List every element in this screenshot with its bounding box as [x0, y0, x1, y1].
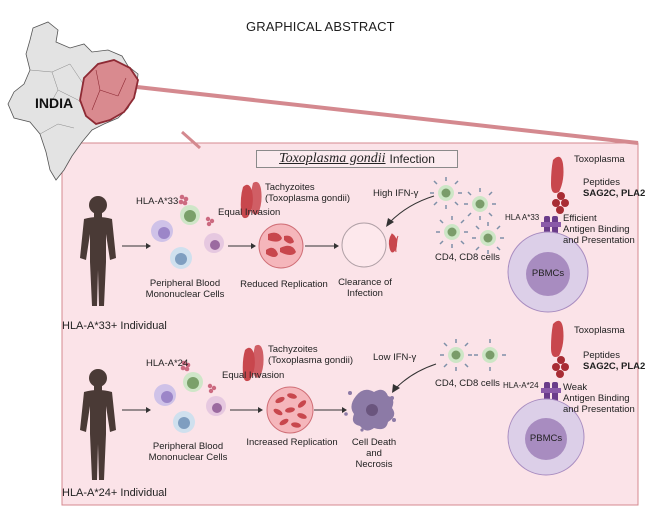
tachyzoites-label-a24: Tachyzoites (Toxoplasma gondii): [268, 344, 353, 366]
reduced-replication-cell: [258, 223, 304, 269]
outcome-line3-a24: Necrosis: [355, 459, 393, 470]
peptides-icon-a24: [552, 356, 569, 378]
individual-label-a24: HLA-A*24+ Individual: [62, 487, 167, 499]
pbmc-line1-a33: Peripheral Blood: [149, 278, 221, 289]
invasion-label-a33: Equal Invasion: [218, 207, 281, 218]
outcome-line2-a24: and: [366, 448, 382, 459]
peptides-label-a33: Peptides SAG2C, PLA2: [583, 177, 645, 199]
pbmc-line2-a24: Mononuclear Cells: [148, 452, 228, 463]
binding-line2-a33: Antigen Binding: [563, 224, 630, 235]
binding-line3-a24: and Presentation: [563, 404, 635, 415]
tachyzoites-icon-a24: [242, 344, 264, 382]
panel-title: Toxoplasma gondii Infection: [256, 150, 458, 168]
zoom-line-top: [127, 84, 639, 145]
tachyzoites-icon-a33: [240, 181, 262, 219]
tachyzoites-line2-a24: (Toxoplasma gondii): [268, 355, 354, 366]
map-label: INDIA: [35, 95, 74, 111]
hla-label-a33: HLA-A*33: [136, 196, 179, 207]
binding-line1-a24: Weak: [563, 382, 588, 393]
binding-label-a24: Weak Antigen Binding and Presentation: [563, 382, 635, 415]
clearance-cell: [341, 222, 399, 268]
pbmc-cluster-a33: [151, 194, 224, 269]
highlighted-region-lines: [91, 69, 127, 111]
binding-line3-a33: and Presentation: [563, 235, 635, 246]
binding-label-a33: Efficient Antigen Binding and Presentati…: [563, 213, 635, 246]
tachyzoites-line1-a24: Tachyzoites: [268, 344, 318, 355]
panel-title-italic: Toxoplasma gondii: [279, 151, 386, 166]
individual-label-a33: HLA-A*33+ Individual: [62, 320, 167, 332]
increased-replication-cell: [266, 386, 314, 434]
highlighted-region: [79, 59, 139, 125]
toxoplasma-label-a33: Toxoplasma: [574, 154, 625, 165]
pbmc-cell-label-a33: PBMCs: [531, 268, 565, 279]
pbmc-line1-a24: Peripheral Blood: [152, 441, 224, 452]
t-cells-a24: [440, 339, 506, 371]
tachyzoites-line2-a33: (Toxoplasma gondii): [265, 193, 351, 204]
toxoplasma-icon-a33: [551, 156, 564, 193]
peptide-names-a24: SAG2C, PLA2: [583, 361, 646, 372]
peptides-line-a33: Peptides: [583, 177, 620, 188]
outcome-line1-a33: Clearance of: [338, 277, 392, 288]
peptide-names-a33: SAG2C, PLA2: [583, 188, 646, 199]
panel-title-rest: Infection: [389, 152, 435, 166]
hla-label-a24: HLA-A*24: [146, 358, 189, 369]
pbmc-cell-a33: [507, 231, 589, 313]
human-silhouette-a24: [80, 369, 116, 480]
pbmc-cluster-a24: [154, 360, 226, 433]
toxoplasma-label-a24: Toxoplasma: [574, 325, 625, 336]
outcome-label-a33: Clearance of Infection: [334, 277, 396, 299]
replication-label-a33: Reduced Replication: [240, 279, 328, 290]
outcome-line1-a24: Cell Death: [351, 437, 397, 448]
invasion-label-a24: Equal Invasion: [222, 370, 285, 381]
ifn-label-a24: Low IFN-γ: [373, 352, 417, 363]
peptides-icon-a33: [552, 192, 569, 214]
human-silhouette-a33: [80, 196, 116, 306]
tachyzoites-label-a33: Tachyzoites (Toxoplasma gondii): [265, 182, 350, 204]
t-cells-a33: [430, 177, 504, 254]
pbmc-label-a24: Peripheral Blood Mononuclear Cells: [140, 441, 236, 463]
binding-line2-a24: Antigen Binding: [563, 393, 630, 404]
replication-label-a24: Increased Replication: [246, 437, 338, 448]
outcome-label-a24: Cell Death and Necrosis: [346, 437, 402, 470]
dying-parasite-icon: [388, 233, 399, 253]
peptides-label-a24: Peptides SAG2C, PLA2: [583, 350, 645, 372]
binding-line1-a33: Efficient: [563, 213, 597, 224]
pbmc-line2-a33: Mononuclear Cells: [145, 289, 225, 300]
hla-side-label-a33: HLA A*33: [505, 213, 540, 222]
tcells-label-a24: CD4, CD8 cells: [435, 378, 500, 389]
page-title: GRAPHICAL ABSTRACT: [246, 19, 395, 34]
pbmc-label-a33: Peripheral Blood Mononuclear Cells: [137, 278, 233, 300]
pbmc-cell-label-a24: PBMCs: [529, 433, 563, 444]
india-map-state-lines: [29, 63, 97, 135]
toxoplasma-icon-a24: [551, 320, 564, 357]
tachyzoites-line1-a33: Tachyzoites: [265, 182, 315, 193]
pbmc-cell-a24: [507, 398, 585, 476]
tcells-label-a33: CD4, CD8 cells: [435, 252, 500, 263]
outcome-line2-a33: Infection: [347, 288, 383, 299]
zoom-line-bottom: [181, 130, 201, 150]
ifn-label-a33: High IFN-γ: [373, 188, 419, 199]
necrotic-cell: [344, 389, 396, 432]
hla-side-label-a24: HLA-A*24: [503, 381, 539, 390]
peptides-line-a24: Peptides: [583, 350, 620, 361]
